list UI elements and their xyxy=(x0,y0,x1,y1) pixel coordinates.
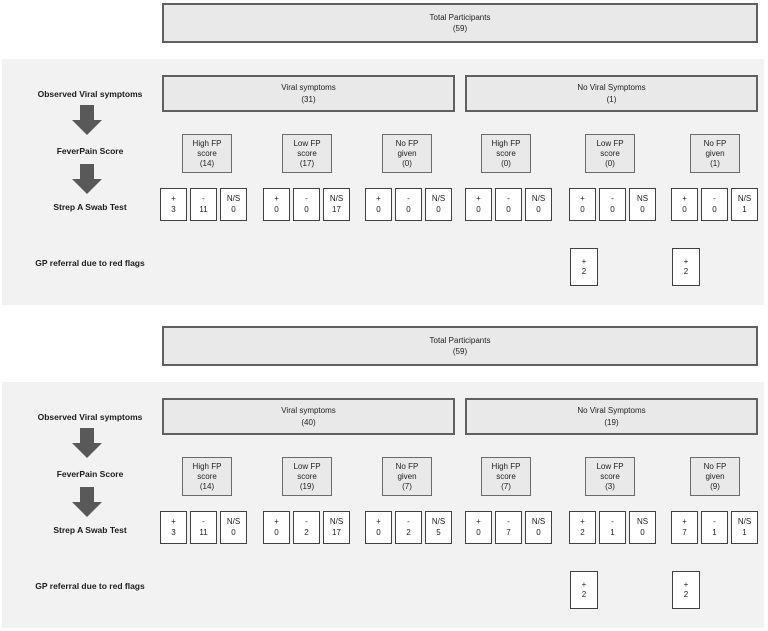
total-participants-title: Total Participants xyxy=(429,335,491,345)
swab-result-box: -1 xyxy=(701,511,728,544)
gp-referral-box: +2 xyxy=(672,248,700,286)
down-arrow-icon xyxy=(72,487,102,517)
gp-referral-box: +2 xyxy=(570,571,598,609)
swab-result-box: +2 xyxy=(569,511,596,544)
row-label-feverpain-score: FeverPain Score xyxy=(56,146,124,156)
swab-result-box: +0 xyxy=(465,188,492,221)
swab-result-box: -0 xyxy=(495,188,522,221)
swab-result-box: -11 xyxy=(190,188,217,221)
swab-result-box: -1 xyxy=(599,511,626,544)
fp-score-box-4: High FP score (0) xyxy=(481,134,531,173)
swab-result-box: -11 xyxy=(190,511,217,544)
flow-panel-1: Total Participants (59) Observed Viral s… xyxy=(0,0,768,312)
row-label-feverpain-score: FeverPain Score xyxy=(56,469,124,479)
viral-symptoms-box: Viral symptoms (40) xyxy=(162,398,455,435)
gp-referral-box: +2 xyxy=(570,248,598,286)
fp-score-box-6: No FP given (1) xyxy=(690,134,740,173)
total-participants-title: Total Participants xyxy=(429,12,491,22)
swab-result-box: +0 xyxy=(365,188,392,221)
swab-result-box: -0 xyxy=(395,188,422,221)
row-label-strep-swab-test: Strep A Swab Test xyxy=(53,525,127,535)
viral-symptoms-title: Viral symptoms xyxy=(281,83,336,93)
viral-symptoms-box: Viral symptoms (31) xyxy=(162,75,455,112)
viral-symptoms-count: (40) xyxy=(301,417,316,427)
row-label-gp-referral: GP referral due to red flags xyxy=(35,258,145,268)
fp-score-box-3: No FP given (0) xyxy=(382,134,432,173)
no-viral-symptoms-box: No Viral Symptoms (1) xyxy=(465,75,758,112)
no-viral-symptoms-count: (19) xyxy=(604,417,619,427)
down-arrow-icon xyxy=(72,428,102,458)
fp-score-box-6: No FP given (9) xyxy=(690,457,740,496)
swab-result-box: -7 xyxy=(495,511,522,544)
swab-result-box: +0 xyxy=(263,511,290,544)
gp-referral-box: +2 xyxy=(672,571,700,609)
swab-result-box: -2 xyxy=(395,511,422,544)
fp-score-box-5: Low FP score (0) xyxy=(585,134,635,173)
flow-panel-2: Total Participants (59) Observed Viral s… xyxy=(0,323,768,631)
row-label-gp-referral: GP referral due to red flags xyxy=(35,581,145,591)
swab-result-box: +0 xyxy=(465,511,492,544)
swab-result-box: -0 xyxy=(293,188,320,221)
swab-result-box: +0 xyxy=(263,188,290,221)
no-viral-symptoms-title: No Viral Symptoms xyxy=(577,83,646,93)
fp-score-box-2: Low FP score (19) xyxy=(282,457,332,496)
row-label-observed-viral-symptoms: Observed Viral symptoms xyxy=(37,412,143,422)
swab-result-box: +0 xyxy=(671,188,698,221)
no-viral-symptoms-box: No Viral Symptoms (19) xyxy=(465,398,758,435)
viral-symptoms-count: (31) xyxy=(301,94,316,104)
total-participants-box: Total Participants (59) xyxy=(162,3,758,43)
fp-score-box-1: High FP score (14) xyxy=(182,134,232,173)
fp-score-box-4: High FP score (7) xyxy=(481,457,531,496)
swab-result-box: -0 xyxy=(599,188,626,221)
total-participants-count: (59) xyxy=(452,347,468,356)
swab-result-box: +0 xyxy=(365,511,392,544)
swab-result-box: +0 xyxy=(569,188,596,221)
no-viral-symptoms-title: No Viral Symptoms xyxy=(577,406,646,416)
total-participants-count: (59) xyxy=(452,24,468,33)
swab-result-box: +7 xyxy=(671,511,698,544)
total-participants-box: Total Participants (59) xyxy=(162,326,758,366)
row-label-observed-viral-symptoms: Observed Viral symptoms xyxy=(37,89,143,99)
fp-score-box-2: Low FP score (17) xyxy=(282,134,332,173)
swab-result-box: -2 xyxy=(293,511,320,544)
fp-score-box-5: Low FP score (3) xyxy=(585,457,635,496)
fp-score-box-3: No FP given (7) xyxy=(382,457,432,496)
viral-symptoms-title: Viral symptoms xyxy=(281,406,336,416)
no-viral-symptoms-count: (1) xyxy=(606,94,617,104)
swab-result-box: -0 xyxy=(701,188,728,221)
row-label-strep-swab-test: Strep A Swab Test xyxy=(53,202,127,212)
swab-result-box: +3 xyxy=(160,511,187,544)
down-arrow-icon xyxy=(72,105,102,135)
down-arrow-icon xyxy=(72,164,102,194)
swab-result-box: +3 xyxy=(160,188,187,221)
fp-score-box-1: High FP score (14) xyxy=(182,457,232,496)
